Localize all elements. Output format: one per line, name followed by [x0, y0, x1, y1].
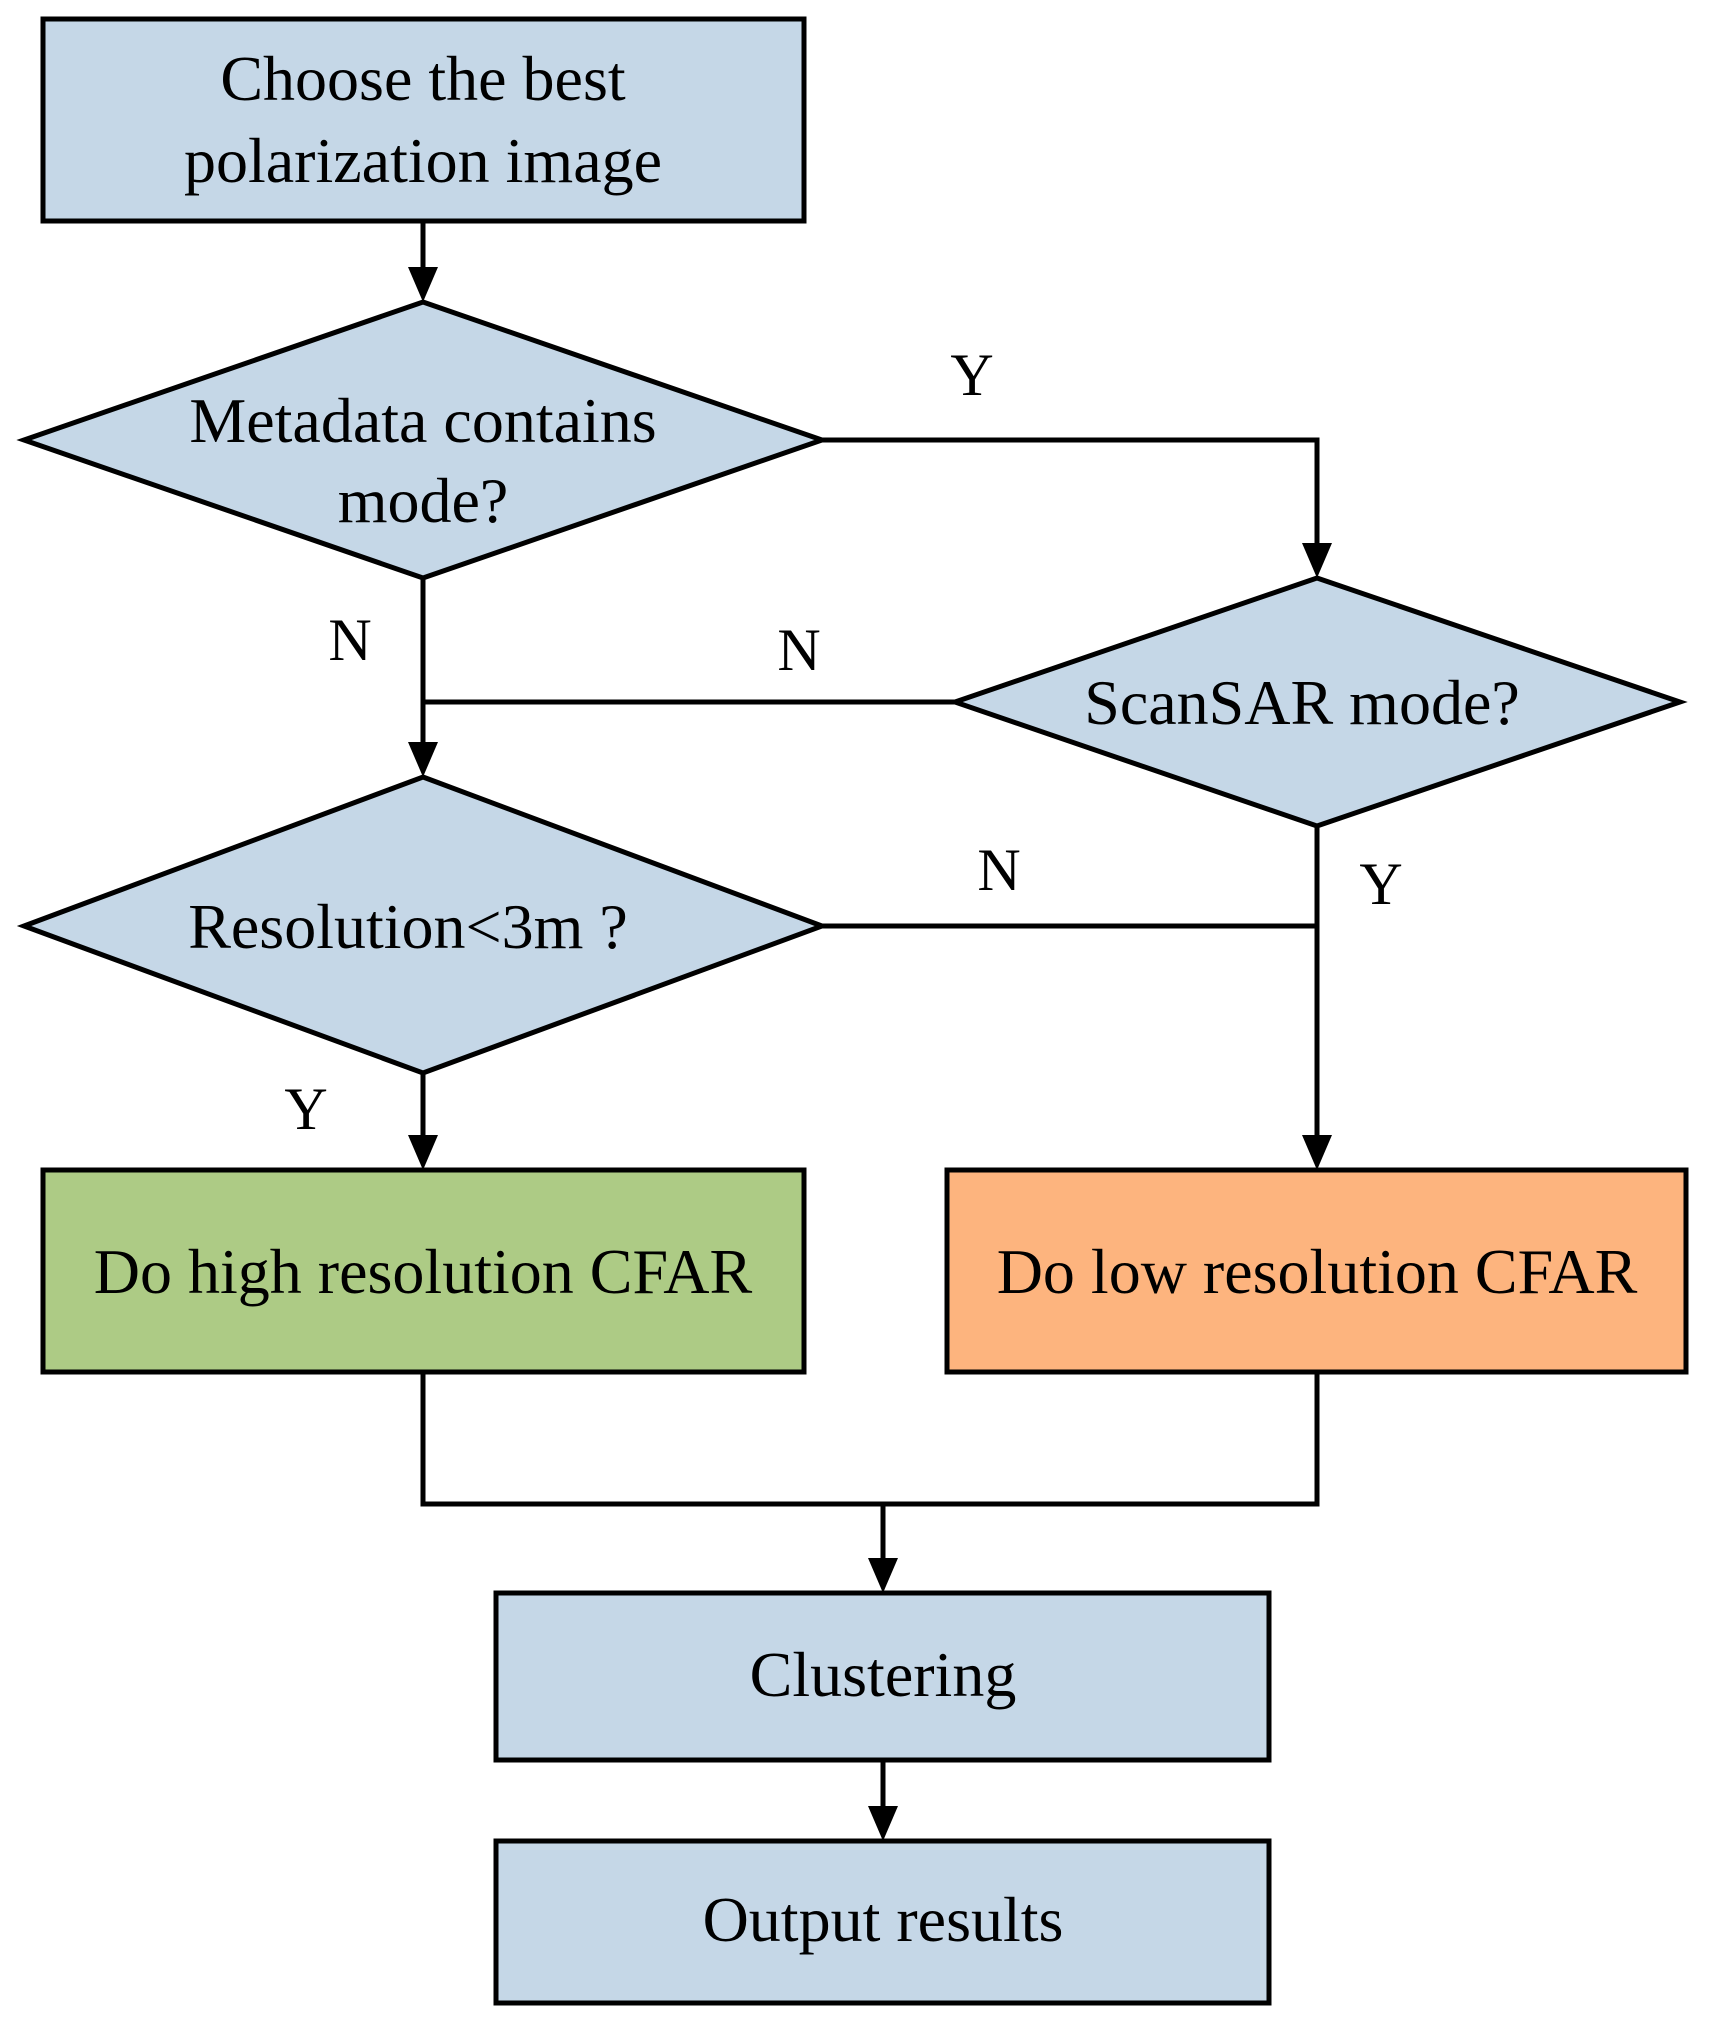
high-res-cfar-label: Do high resolution CFAR: [94, 1236, 753, 1307]
metadata-yes-label: Y: [950, 342, 993, 408]
choose-image-label-line2: polarization image: [184, 125, 662, 196]
high-res-cfar-box: [40, 1167, 807, 1375]
arrowhead-high-cfar: [408, 1135, 438, 1170]
choose-image-step: Choose the best polarization image: [40, 16, 807, 224]
arrowhead-clustering: [868, 1558, 898, 1593]
low-res-cfar-label: Do low resolution CFAR: [997, 1236, 1638, 1307]
arrowhead-scansar: [1302, 543, 1332, 578]
metadata-decision: Metadata contains mode?: [16, 299, 830, 581]
low-res-cfar-step: Do low resolution CFAR: [944, 1167, 1689, 1375]
clustering-box: [493, 1590, 1272, 1763]
output-results-box: [493, 1838, 1272, 2006]
metadata-decision-label-line1: Metadata contains: [189, 385, 656, 456]
resolution-decision-label: Resolution<3m ?: [188, 891, 628, 962]
resolution-decision-diamond: [16, 774, 830, 1076]
output-results-step: Output results: [493, 1838, 1272, 2006]
arrowhead-metadata: [408, 267, 438, 302]
choose-image-label-line1: Choose the best: [220, 43, 626, 114]
edge-labels: Y N N Y N Y: [284, 342, 1402, 1142]
scansar-yes-label: Y: [1359, 851, 1402, 917]
low-res-cfar-box: [944, 1167, 1689, 1375]
scansar-no-label: N: [777, 617, 820, 683]
metadata-decision-diamond: [16, 299, 830, 581]
arrowhead-low-cfar: [1302, 1135, 1332, 1170]
clustering-step: Clustering: [493, 1590, 1272, 1763]
high-res-cfar-step: Do high resolution CFAR: [40, 1167, 807, 1375]
resolution-yes-label: Y: [284, 1076, 327, 1142]
edge-metadata-yes-to-scansar: [822, 437, 1320, 552]
resolution-no-label: N: [977, 837, 1020, 903]
metadata-decision-label-line2: mode?: [338, 465, 509, 536]
scansar-decision-label: ScanSAR mode?: [1084, 667, 1520, 738]
scansar-decision: ScanSAR mode?: [947, 575, 1688, 829]
resolution-decision: Resolution<3m ?: [16, 774, 830, 1076]
connectors: [408, 221, 1332, 1841]
metadata-no-label: N: [328, 607, 371, 673]
choose-image-box: [40, 16, 807, 224]
arrowhead-resolution: [408, 742, 438, 777]
scansar-decision-diamond: [947, 575, 1688, 829]
edge-cfar-merge: [420, 1372, 1320, 1507]
arrowhead-output: [868, 1806, 898, 1841]
clustering-label: Clustering: [750, 1639, 1017, 1710]
output-results-label: Output results: [703, 1884, 1064, 1955]
